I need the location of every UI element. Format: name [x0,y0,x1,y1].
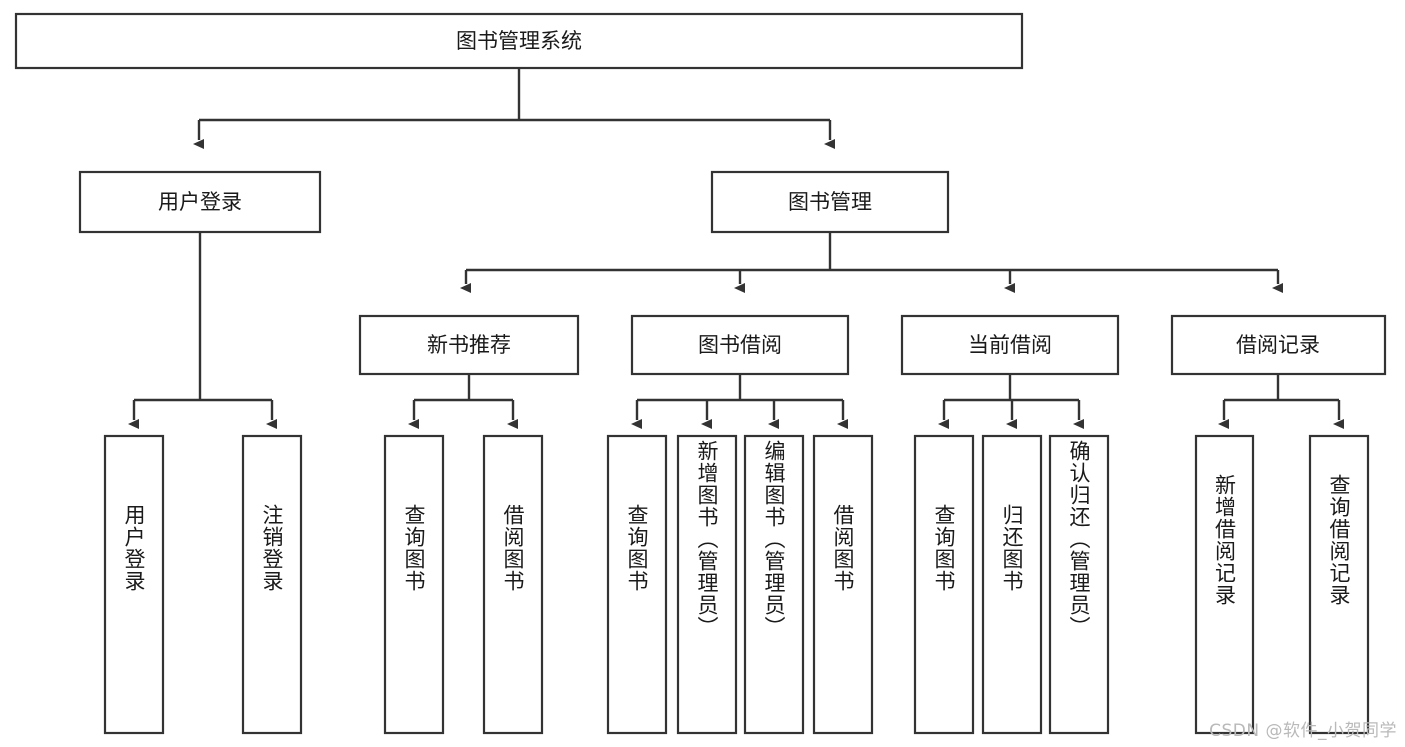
node-root-label: 图书管理系统 [456,29,582,53]
leaf-rect-borrow-book-new[interactable] [482,434,544,735]
node-current-borrow-label: 当前借阅 [968,333,1052,357]
leaf-boxes [103,434,1370,735]
leaf-rect-borrow-book[interactable] [812,434,874,735]
leaf-rect-query-book-borrow[interactable] [606,434,668,735]
node-book-borrow[interactable]: 图书借阅 [630,314,850,376]
leaf-rect-query-book-new[interactable] [383,434,445,735]
edge-management-to-level2 [460,232,1283,293]
node-book-borrow-label: 图书借阅 [698,333,782,357]
node-user-login-rect [78,170,322,234]
node-user-login-label: 用户登录 [158,190,242,214]
node-current-borrow-rect [900,314,1120,376]
edge-borrow-record-to-leaves [1218,374,1344,429]
node-borrow-record[interactable]: 借阅记录 [1170,314,1387,376]
leaf-rect-add-borrow-record[interactable] [1194,434,1255,735]
leaf-rect-add-book-admin[interactable] [676,434,738,735]
edge-new-book-to-leaves [408,374,518,429]
leaf-rect-confirm-return-admin[interactable] [1048,434,1110,735]
node-book-management[interactable]: 图书管理 [710,170,950,234]
node-new-book-recommend[interactable]: 新书推荐 [358,314,580,376]
node-new-book-recommend-rect [358,314,580,376]
edge-book-borrow-to-leaves [631,374,848,429]
edge-user-login-to-leaves [128,232,277,429]
leaf-rect-return-book[interactable] [981,434,1043,735]
leaf-rect-user-login[interactable] [103,434,165,735]
node-book-management-label: 图书管理 [788,190,872,214]
node-current-borrow[interactable]: 当前借阅 [900,314,1120,376]
edge-root-to-level1 [193,68,835,149]
node-borrow-record-label: 借阅记录 [1236,333,1320,357]
node-root[interactable]: 图书管理系统 [14,12,1024,70]
leaf-rect-edit-book-admin[interactable] [743,434,805,735]
csdn-watermark: CSDN @软件_小贺同学 [1209,721,1397,741]
edge-current-borrow-to-leaves [938,374,1084,429]
leaf-rect-query-borrow-record[interactable] [1308,434,1370,735]
leaf-rect-logout[interactable] [241,434,303,735]
node-user-login[interactable]: 用户登录 [78,170,322,234]
node-new-book-recommend-label: 新书推荐 [427,333,511,357]
leaf-rect-query-book-current[interactable] [913,434,975,735]
node-root-rect [14,12,1024,70]
